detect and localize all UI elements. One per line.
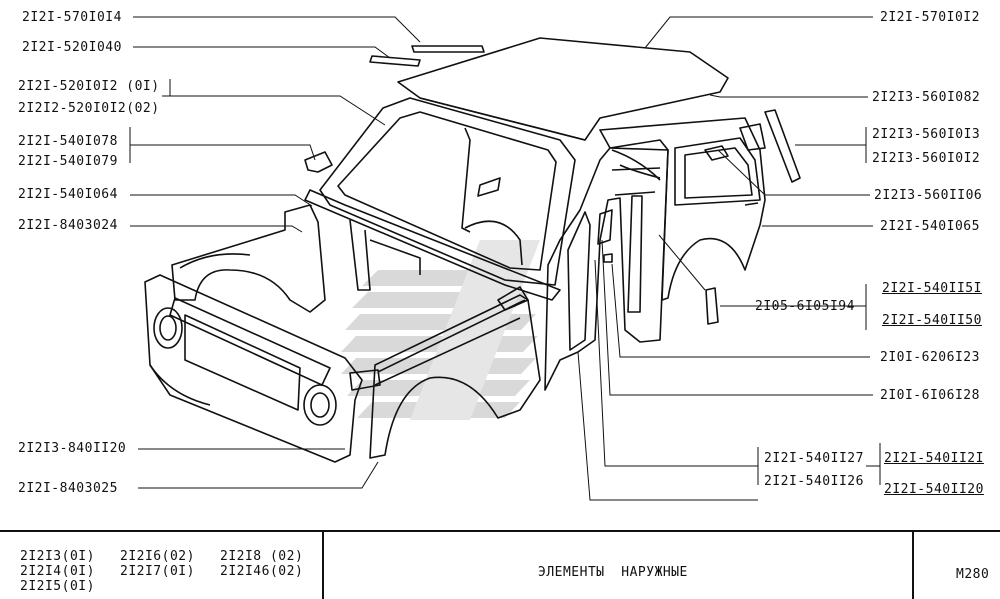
callout-r11a: 2I2I-540II2I: [884, 451, 984, 466]
model-code: 2I2I3(0I): [20, 549, 95, 564]
callout-r9: 2I0I-6I06I28: [880, 388, 980, 403]
callout-r10b: 2I2I-540II26: [764, 474, 864, 489]
callout-r8: 2I0I-6206I23: [880, 350, 980, 365]
leader-lines: [129, 16, 881, 501]
callout-l3b: 2I2I2-520I0I2(02): [18, 101, 160, 116]
divider: [912, 532, 914, 599]
callout-r6a: 2I2I-540II5I: [882, 281, 982, 296]
callout-r10a: 2I2I-540II27: [764, 451, 864, 466]
model-code: 2I2I6(02): [120, 549, 195, 564]
title-block: 2I2I3(0I) 2I2I6(02) 2I2I8 (02) 2I2I4(0I)…: [0, 530, 1000, 599]
callout-r4: 2I2I3-560II06: [874, 188, 983, 203]
callout-r3b: 2I2I3-560I0I2: [872, 151, 981, 166]
model-code: 2I2I8 (02): [220, 549, 304, 564]
callout-l7: 2I2I3-840II20: [18, 441, 127, 456]
callout-l6: 2I2I-8403024: [18, 218, 118, 233]
body-parts-diagram: [129, 16, 881, 501]
sheet-title: ЭЛЕМЕНТЫ НАРУЖНЫЕ: [538, 565, 688, 580]
car-body: [144, 37, 801, 463]
callout-r5: 2I2I-540I065: [880, 219, 980, 234]
divider: [322, 532, 324, 599]
sheet-code: M280: [956, 567, 990, 582]
callout-l4b: 2I2I-540I079: [18, 154, 118, 169]
callout-l4a: 2I2I-540I078: [18, 134, 118, 149]
callout-r7: 2I05-6I05I94: [755, 299, 855, 314]
callout-l1: 2I2I-570I0I4: [22, 10, 122, 25]
callout-r11b: 2I2I-540II20: [884, 482, 984, 497]
callout-l2: 2I2I-520I040: [22, 40, 122, 55]
watermark-logo: [341, 240, 540, 420]
callout-l5: 2I2I-540I064: [18, 187, 118, 202]
model-code: 2I2I5(0I): [20, 579, 95, 594]
callout-r6b: 2I2I-540II50: [882, 313, 982, 328]
callout-r2: 2I2I3-560I082: [872, 90, 981, 105]
callout-l3a: 2I2I-520I0I2 (0I): [18, 79, 160, 94]
model-code: 2I2I7(0I): [120, 564, 195, 579]
model-code: 2I2I4(0I): [20, 564, 95, 579]
callout-r1: 2I2I-570I0I2: [880, 10, 980, 25]
callout-r3a: 2I2I3-560I0I3: [872, 127, 981, 142]
callout-l8: 2I2I-8403025: [18, 481, 118, 496]
model-code: 2I2I46(02): [220, 564, 304, 579]
